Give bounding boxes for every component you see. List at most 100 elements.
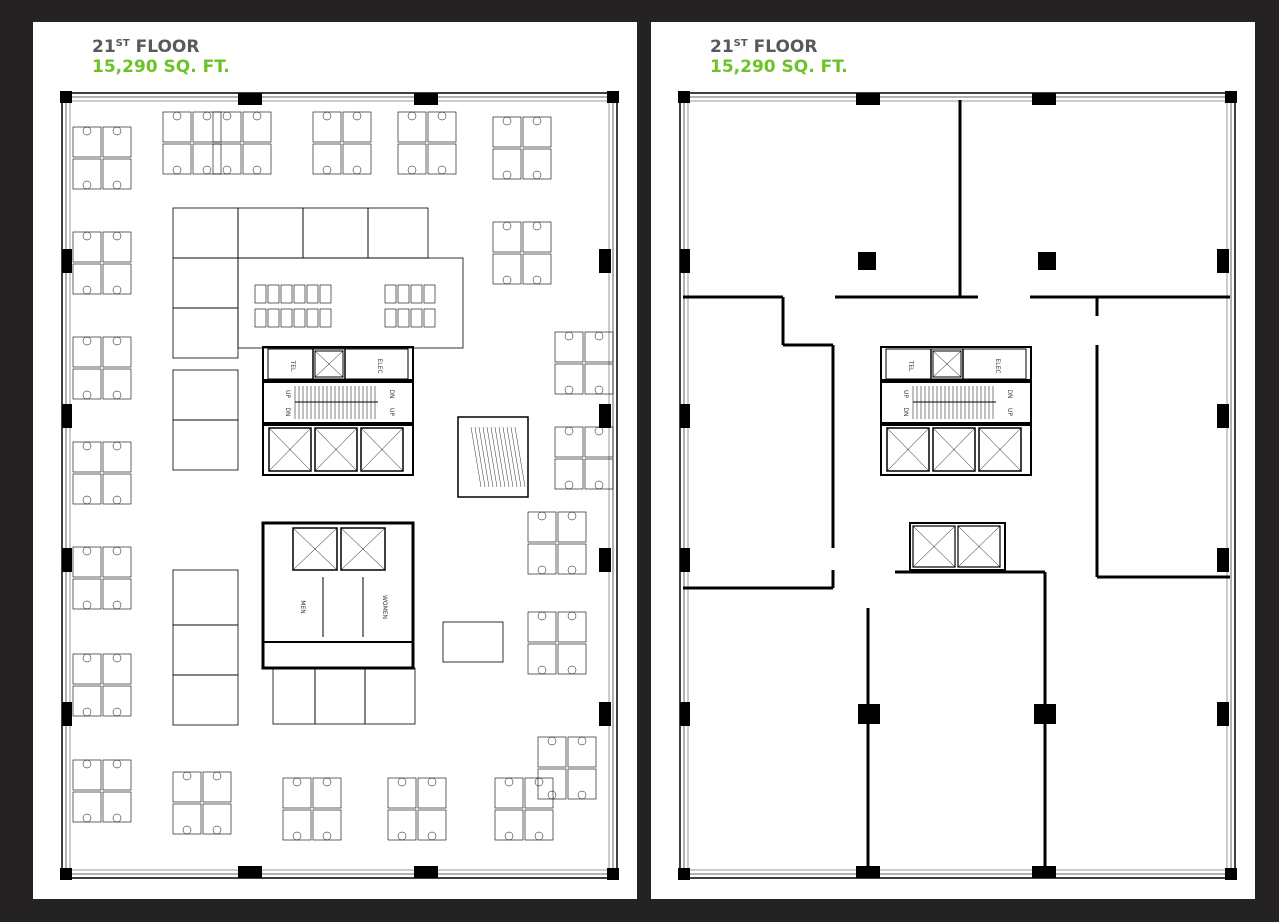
workstation — [554, 331, 584, 363]
wall — [268, 427, 312, 472]
chair — [112, 180, 122, 190]
workstation — [557, 643, 587, 675]
chair — [407, 165, 417, 175]
chair — [564, 331, 574, 341]
workstation — [567, 768, 597, 800]
workstation — [527, 511, 557, 543]
wall — [360, 427, 404, 472]
wall — [292, 527, 338, 571]
chair — [577, 736, 587, 746]
chair — [82, 813, 92, 823]
elevator — [932, 427, 976, 472]
workstation — [342, 111, 372, 143]
chair — [82, 441, 92, 451]
chair — [182, 771, 192, 781]
column — [680, 249, 690, 273]
column — [680, 548, 690, 572]
workstation — [102, 126, 132, 158]
workstation — [162, 111, 192, 143]
workstation — [102, 578, 132, 610]
workstation — [72, 263, 102, 295]
conference-table — [280, 284, 293, 304]
conference-table — [293, 284, 306, 304]
stair-tread — [486, 426, 498, 488]
wall — [932, 427, 976, 472]
chair — [567, 611, 577, 621]
workstation — [567, 736, 597, 768]
column — [1038, 252, 1056, 270]
wall — [912, 525, 956, 568]
column — [60, 868, 72, 880]
stair-tread — [506, 426, 518, 488]
wall — [886, 427, 930, 472]
workstation — [72, 158, 102, 190]
chair — [532, 170, 542, 180]
column — [60, 91, 72, 103]
chair — [222, 111, 232, 121]
floor-area: 15,290 SQ. FT. — [92, 57, 230, 77]
workstation — [494, 809, 524, 841]
chair — [202, 111, 212, 121]
column — [599, 702, 611, 726]
chair — [322, 777, 332, 787]
stair-tread — [498, 426, 510, 488]
workstation — [557, 611, 587, 643]
women-label: WOMEN — [381, 595, 388, 619]
conference-room — [237, 257, 464, 349]
up-label: UP — [902, 390, 909, 398]
conference-table — [254, 284, 267, 304]
chair — [82, 653, 92, 663]
shaft — [314, 350, 344, 378]
workstation — [557, 543, 587, 575]
workstation — [417, 809, 447, 841]
wall — [314, 427, 358, 472]
chair — [212, 825, 222, 835]
elevator — [360, 427, 404, 472]
chair — [112, 600, 122, 610]
office — [172, 307, 239, 359]
chair — [252, 165, 262, 175]
chair — [82, 390, 92, 400]
chair — [322, 165, 332, 175]
workstation — [522, 148, 552, 180]
chair — [172, 111, 182, 121]
floor-word: FLOOR — [753, 37, 818, 57]
dn-label: DN — [388, 389, 395, 398]
chair — [322, 831, 332, 841]
column — [1217, 404, 1229, 428]
workstation — [427, 143, 457, 175]
chair — [567, 511, 577, 521]
chair — [82, 546, 92, 556]
column — [678, 91, 690, 103]
conference-table — [319, 284, 332, 304]
chair — [537, 511, 547, 521]
workstation — [162, 143, 192, 175]
chair — [594, 385, 604, 395]
chair — [82, 126, 92, 136]
conference-table — [280, 308, 293, 328]
chair — [567, 565, 577, 575]
office — [272, 667, 316, 725]
chair — [504, 777, 514, 787]
window-line — [683, 96, 1232, 875]
column — [680, 404, 690, 428]
workstation — [102, 158, 132, 190]
floor-suffix: ST — [115, 38, 130, 49]
chair — [537, 611, 547, 621]
conference-table — [306, 308, 319, 328]
chair — [82, 231, 92, 241]
column — [1217, 548, 1229, 572]
workstation — [527, 543, 557, 575]
workstation — [102, 231, 132, 263]
workstation — [192, 111, 222, 143]
up-label: UP — [388, 408, 395, 416]
chair — [532, 221, 542, 231]
elevator — [268, 427, 312, 472]
stair-tread — [470, 426, 482, 488]
conference-table — [267, 284, 280, 304]
stair-tread — [502, 426, 514, 488]
men-label: MEN — [299, 600, 306, 613]
workstation — [102, 791, 132, 823]
chair — [112, 231, 122, 241]
